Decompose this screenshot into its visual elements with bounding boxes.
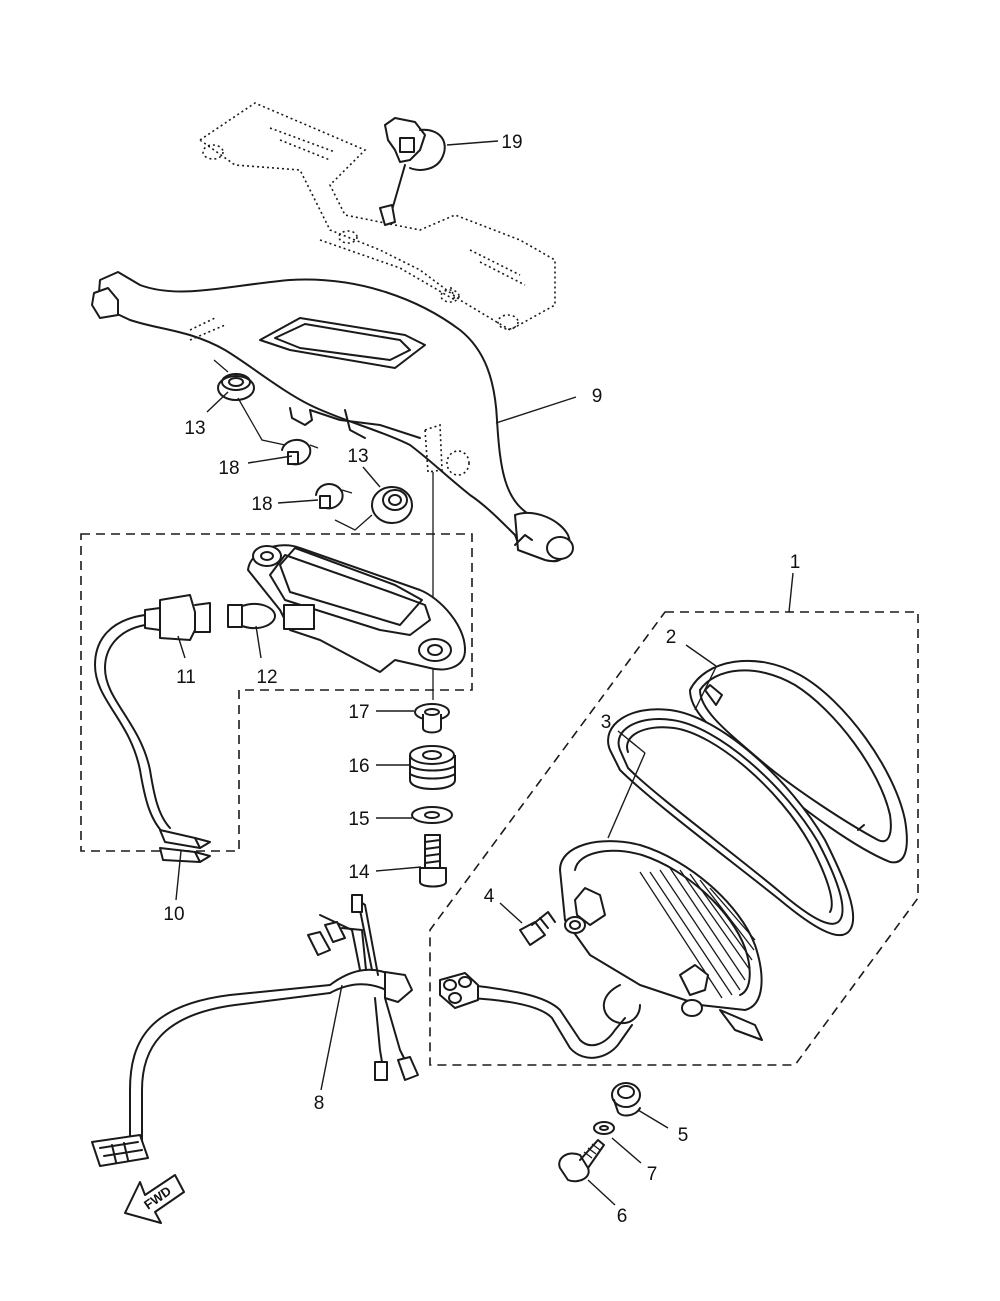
callout-6: 6 xyxy=(617,1206,628,1227)
wire-harness-part-8 xyxy=(91,894,419,1167)
grommet-part-13-upper xyxy=(213,359,286,446)
washer-part-16 xyxy=(411,806,453,824)
leader-lines xyxy=(175,140,794,1206)
callout-11: 11 xyxy=(176,667,196,688)
callout-19: 19 xyxy=(501,132,522,153)
wire-clip-part-19 xyxy=(379,117,446,226)
callout-13-lower: 13 xyxy=(347,446,368,467)
grommet-part-17 xyxy=(409,745,456,790)
washer-part-7 xyxy=(593,1121,615,1135)
bulb-part-12 xyxy=(227,602,276,630)
gasket-part-3 xyxy=(607,708,855,937)
callout-9: 9 xyxy=(592,386,603,407)
screw-part-6 xyxy=(558,1139,605,1183)
frame-bracket xyxy=(198,102,556,331)
socket-part-11 xyxy=(94,594,211,863)
callout-14: 14 xyxy=(348,862,370,883)
callout-7: 7 xyxy=(647,1164,658,1185)
taillight-body xyxy=(439,840,763,1059)
screw-part-4 xyxy=(519,911,556,946)
clip-part-18-lower xyxy=(315,483,353,510)
group-box-part-1 xyxy=(429,611,919,1066)
callout-18-upper: 18 xyxy=(218,458,239,479)
callout-5: 5 xyxy=(678,1125,689,1146)
callout-15: 17 xyxy=(348,702,369,723)
fwd-arrow-icon: FWD xyxy=(124,1174,185,1224)
taillight-bracket-part-9 xyxy=(91,271,574,563)
callout-3: 3 xyxy=(601,712,612,733)
callout-18-lower: 18 xyxy=(251,494,272,515)
callout-1: 1 xyxy=(790,552,801,573)
group-box-part-10 xyxy=(80,533,473,852)
grommet-part-5 xyxy=(611,1082,641,1117)
collar-part-15 xyxy=(414,703,450,734)
callout-16: 15 xyxy=(348,809,369,830)
callout-17: 16 xyxy=(348,756,369,777)
clip-part-18-upper xyxy=(281,439,319,466)
callout-4: 4 xyxy=(484,886,495,907)
callout-8: 8 xyxy=(314,1093,325,1114)
grommet-part-13-lower xyxy=(334,486,413,531)
bolt-part-14 xyxy=(419,834,447,888)
callout-13-upper: 13 xyxy=(184,418,205,439)
callout-12: 12 xyxy=(256,667,277,688)
callout-10: 10 xyxy=(163,904,184,925)
license-light-housing xyxy=(247,544,466,673)
callout-2: 2 xyxy=(666,627,677,648)
callout-labels: 19 9 13 18 13 18 11 12 17 16 15 14 10 8 … xyxy=(163,132,800,1227)
